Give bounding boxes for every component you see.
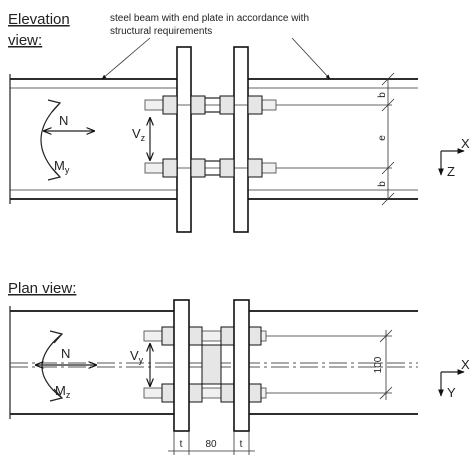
dim-100: 100 bbox=[373, 356, 384, 373]
plan-end-plate-left bbox=[173, 299, 190, 432]
plan-end-plate-right bbox=[233, 299, 250, 432]
elevation-bolt-top bbox=[144, 95, 277, 115]
plan-web-stub bbox=[201, 344, 222, 385]
axis-x-label-elev: X bbox=[461, 136, 470, 151]
elevation-title-line2: view: bbox=[8, 32, 42, 49]
elevation-title-line1: Elevation bbox=[8, 11, 70, 28]
dim-e: e bbox=[377, 135, 388, 141]
beam-note-line1: steel beam with end plate in accordance … bbox=[110, 13, 309, 24]
note-leader-right bbox=[291, 37, 331, 80]
dim-t-right: t bbox=[240, 439, 243, 450]
plan-force-n-label: N bbox=[61, 346, 70, 361]
moment-mz-label: Mz bbox=[55, 383, 71, 400]
dim-80: 80 bbox=[205, 439, 217, 450]
dim-b-top: b bbox=[377, 92, 388, 98]
note-leader-left bbox=[101, 37, 151, 80]
end-plate-left bbox=[176, 46, 192, 233]
axis-x-label-plan: X bbox=[461, 357, 470, 372]
dim-t-left: t bbox=[180, 439, 183, 450]
beam-note-line2: structural requirements bbox=[110, 26, 212, 37]
shear-vy-label: Vy bbox=[130, 348, 144, 365]
plan-bottom-dimension bbox=[168, 431, 255, 455]
dim-b-bottom: b bbox=[377, 181, 388, 187]
plan-title: Plan view: bbox=[8, 280, 76, 297]
plan-beam bbox=[9, 306, 418, 419]
end-plate-right bbox=[233, 46, 249, 233]
force-n-label: N bbox=[59, 113, 68, 128]
elevation-bolt-bottom bbox=[144, 158, 277, 178]
shear-vz-label: Vz bbox=[132, 126, 146, 143]
moment-my-label: My bbox=[54, 158, 70, 175]
elevation-dimension bbox=[381, 72, 395, 206]
elevation-beam bbox=[9, 74, 418, 204]
elevation-view: Elevation view: steel beam with end plat… bbox=[8, 11, 470, 233]
axis-y-label: Y bbox=[447, 385, 456, 400]
plan-view: Plan view: bbox=[8, 280, 470, 455]
axis-z-label: Z bbox=[447, 164, 455, 179]
